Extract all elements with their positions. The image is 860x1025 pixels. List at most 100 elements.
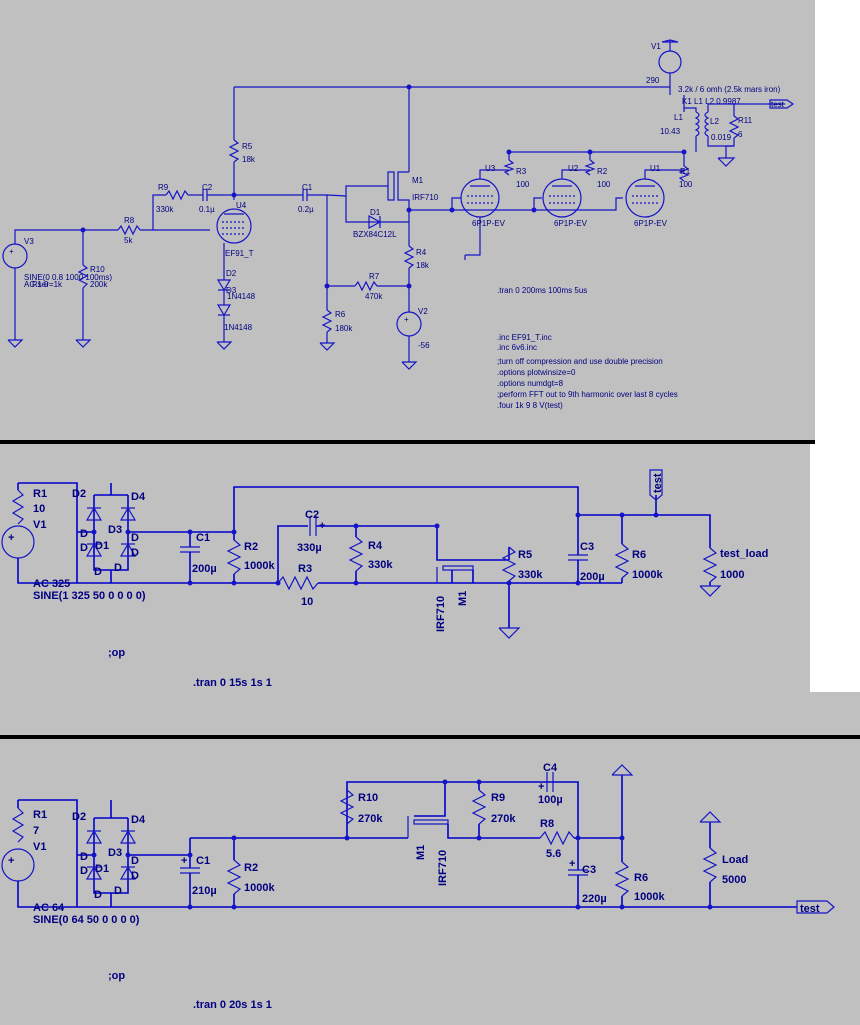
- resistor-R2-icon[interactable]: [584, 159, 596, 176]
- resistor-R8-icon[interactable]: [117, 224, 141, 236]
- mosfet-M1-icon[interactable]: [442, 565, 474, 571]
- junction-dot: [187, 904, 193, 910]
- op-directive[interactable]: ;op: [108, 970, 125, 982]
- directive-line[interactable]: .options plotwinsize=0: [497, 368, 576, 377]
- directive-line[interactable]: .options numdgt=8: [497, 379, 564, 388]
- junction-dot: [187, 529, 193, 535]
- resistor-R10-icon[interactable]: [77, 264, 89, 289]
- L2-value: 0.019: [711, 133, 732, 142]
- directive-line[interactable]: ;perform FFT out to 9th harmonic over la…: [497, 390, 678, 399]
- inductor-L1-icon[interactable]: [694, 111, 700, 137]
- resistor-load-icon[interactable]: [702, 847, 718, 883]
- resistor-R1-icon[interactable]: [11, 489, 25, 525]
- wire: [17, 881, 190, 908]
- diode-D3-icon[interactable]: [119, 865, 137, 880]
- diode-D2-icon[interactable]: [216, 279, 232, 292]
- U3-value: 6P1P-EV: [472, 219, 506, 228]
- junction-dot: [587, 149, 593, 155]
- diode-D3-icon[interactable]: [216, 304, 232, 317]
- diode-D2-icon[interactable]: [85, 506, 103, 521]
- junction-dot: [344, 835, 350, 841]
- wire: [345, 185, 388, 196]
- panel-2: [0, 442, 810, 692]
- tube-U2[interactable]: [542, 169, 590, 218]
- wire: [707, 136, 734, 147]
- R2-label: R2: [244, 862, 258, 874]
- R4-label: R4: [416, 248, 427, 257]
- U1-value: 6P1P-EV: [634, 219, 668, 228]
- tube-U1[interactable]: [625, 169, 684, 218]
- ground-icon: [319, 342, 336, 351]
- R9-label: R9: [491, 792, 505, 804]
- diode-D3-icon[interactable]: [119, 542, 137, 557]
- resistor-R6-icon[interactable]: [321, 309, 333, 333]
- test-flag-label: test: [771, 100, 785, 109]
- junction-dot: [707, 904, 713, 910]
- inductor-L2-icon[interactable]: [704, 111, 710, 137]
- op-directive[interactable]: ;op: [108, 647, 125, 659]
- diode-D1-icon[interactable]: [85, 542, 103, 557]
- R3-value: 100: [516, 180, 530, 189]
- resistor-R4-icon[interactable]: [348, 536, 364, 572]
- resistor-R3-icon[interactable]: [277, 575, 319, 591]
- wire: [465, 217, 481, 256]
- junction-dot: [619, 835, 625, 841]
- resistor-R2-icon[interactable]: [226, 539, 242, 575]
- diode-D4-icon[interactable]: [119, 829, 137, 844]
- tube-U3[interactable]: [460, 169, 509, 256]
- tran-directive[interactable]: .tran 0 15s 1s 1: [193, 677, 272, 689]
- directive-line[interactable]: ;turn off compression and use double pre…: [497, 357, 663, 366]
- panel-1: [0, 0, 815, 442]
- resistor-R11-icon[interactable]: [728, 115, 740, 139]
- tran-directive[interactable]: .tran 0 20s 1s 1: [193, 999, 272, 1011]
- junction-dot: [506, 580, 512, 586]
- R6-value: 180k: [335, 324, 353, 333]
- pentode-U4-icon[interactable]: [216, 208, 252, 244]
- diode-D2-icon[interactable]: [85, 829, 103, 844]
- resistor-R2-icon[interactable]: [226, 859, 242, 895]
- diode-D4-icon[interactable]: [119, 506, 137, 521]
- directive-line[interactable]: .four 1k 9 8 V(test): [497, 401, 563, 410]
- R5-value: 18k: [242, 155, 256, 164]
- resistor-R9-icon[interactable]: [165, 189, 189, 201]
- resistor-R3-icon[interactable]: [503, 159, 515, 176]
- junction-dot: [80, 227, 86, 233]
- diode-D1-icon[interactable]: [85, 865, 103, 880]
- resistor-R5-icon[interactable]: [501, 546, 517, 582]
- R8-value: 5.6: [546, 848, 561, 860]
- D4-label: D4: [131, 491, 146, 503]
- zener-D1-icon[interactable]: [368, 214, 382, 230]
- supply-flag-icon: [611, 764, 634, 776]
- resistor-R7-icon[interactable]: [354, 280, 378, 292]
- resistor-R6-icon[interactable]: [614, 861, 630, 897]
- wire: [447, 824, 540, 839]
- V3-value: SINE(0 0.8 1000 100ms): [24, 273, 112, 282]
- resistor-R9-icon[interactable]: [471, 789, 487, 825]
- D-model: D: [94, 566, 102, 578]
- directive-line[interactable]: .inc 6v6.inc: [497, 343, 537, 352]
- plus-sign: +: [538, 781, 544, 793]
- resistor-R1-icon[interactable]: [11, 807, 25, 843]
- resistor-R8-icon[interactable]: [539, 830, 575, 846]
- V1-label: V1: [33, 519, 46, 531]
- resistor-load-icon[interactable]: [702, 547, 718, 583]
- junction-dot: [449, 207, 455, 213]
- D4-label: D4: [131, 814, 146, 826]
- resistor-R6-icon[interactable]: [614, 543, 630, 579]
- U2-label: U2: [568, 164, 579, 173]
- resistor-R5-icon[interactable]: [228, 139, 240, 163]
- resistor-R4-icon[interactable]: [403, 245, 415, 269]
- ground-icon: [7, 339, 24, 348]
- V3-rser: Rser=1k: [32, 280, 63, 289]
- D-model: D: [94, 889, 102, 901]
- junction-dot: [231, 529, 237, 535]
- junction-dot: [681, 149, 687, 155]
- V2-label: V2: [418, 307, 428, 316]
- resistor-R1-icon[interactable]: [678, 165, 690, 182]
- resistor-R10-icon[interactable]: [339, 789, 355, 825]
- R1-label: R1: [33, 809, 47, 821]
- directive-line[interactable]: .inc EF91_T.inc: [497, 333, 552, 342]
- mosfet-M1-icon[interactable]: [413, 819, 449, 825]
- R1-value: 100: [679, 180, 693, 189]
- tran-directive[interactable]: .tran 0 200ms 100ms 5us: [497, 286, 587, 295]
